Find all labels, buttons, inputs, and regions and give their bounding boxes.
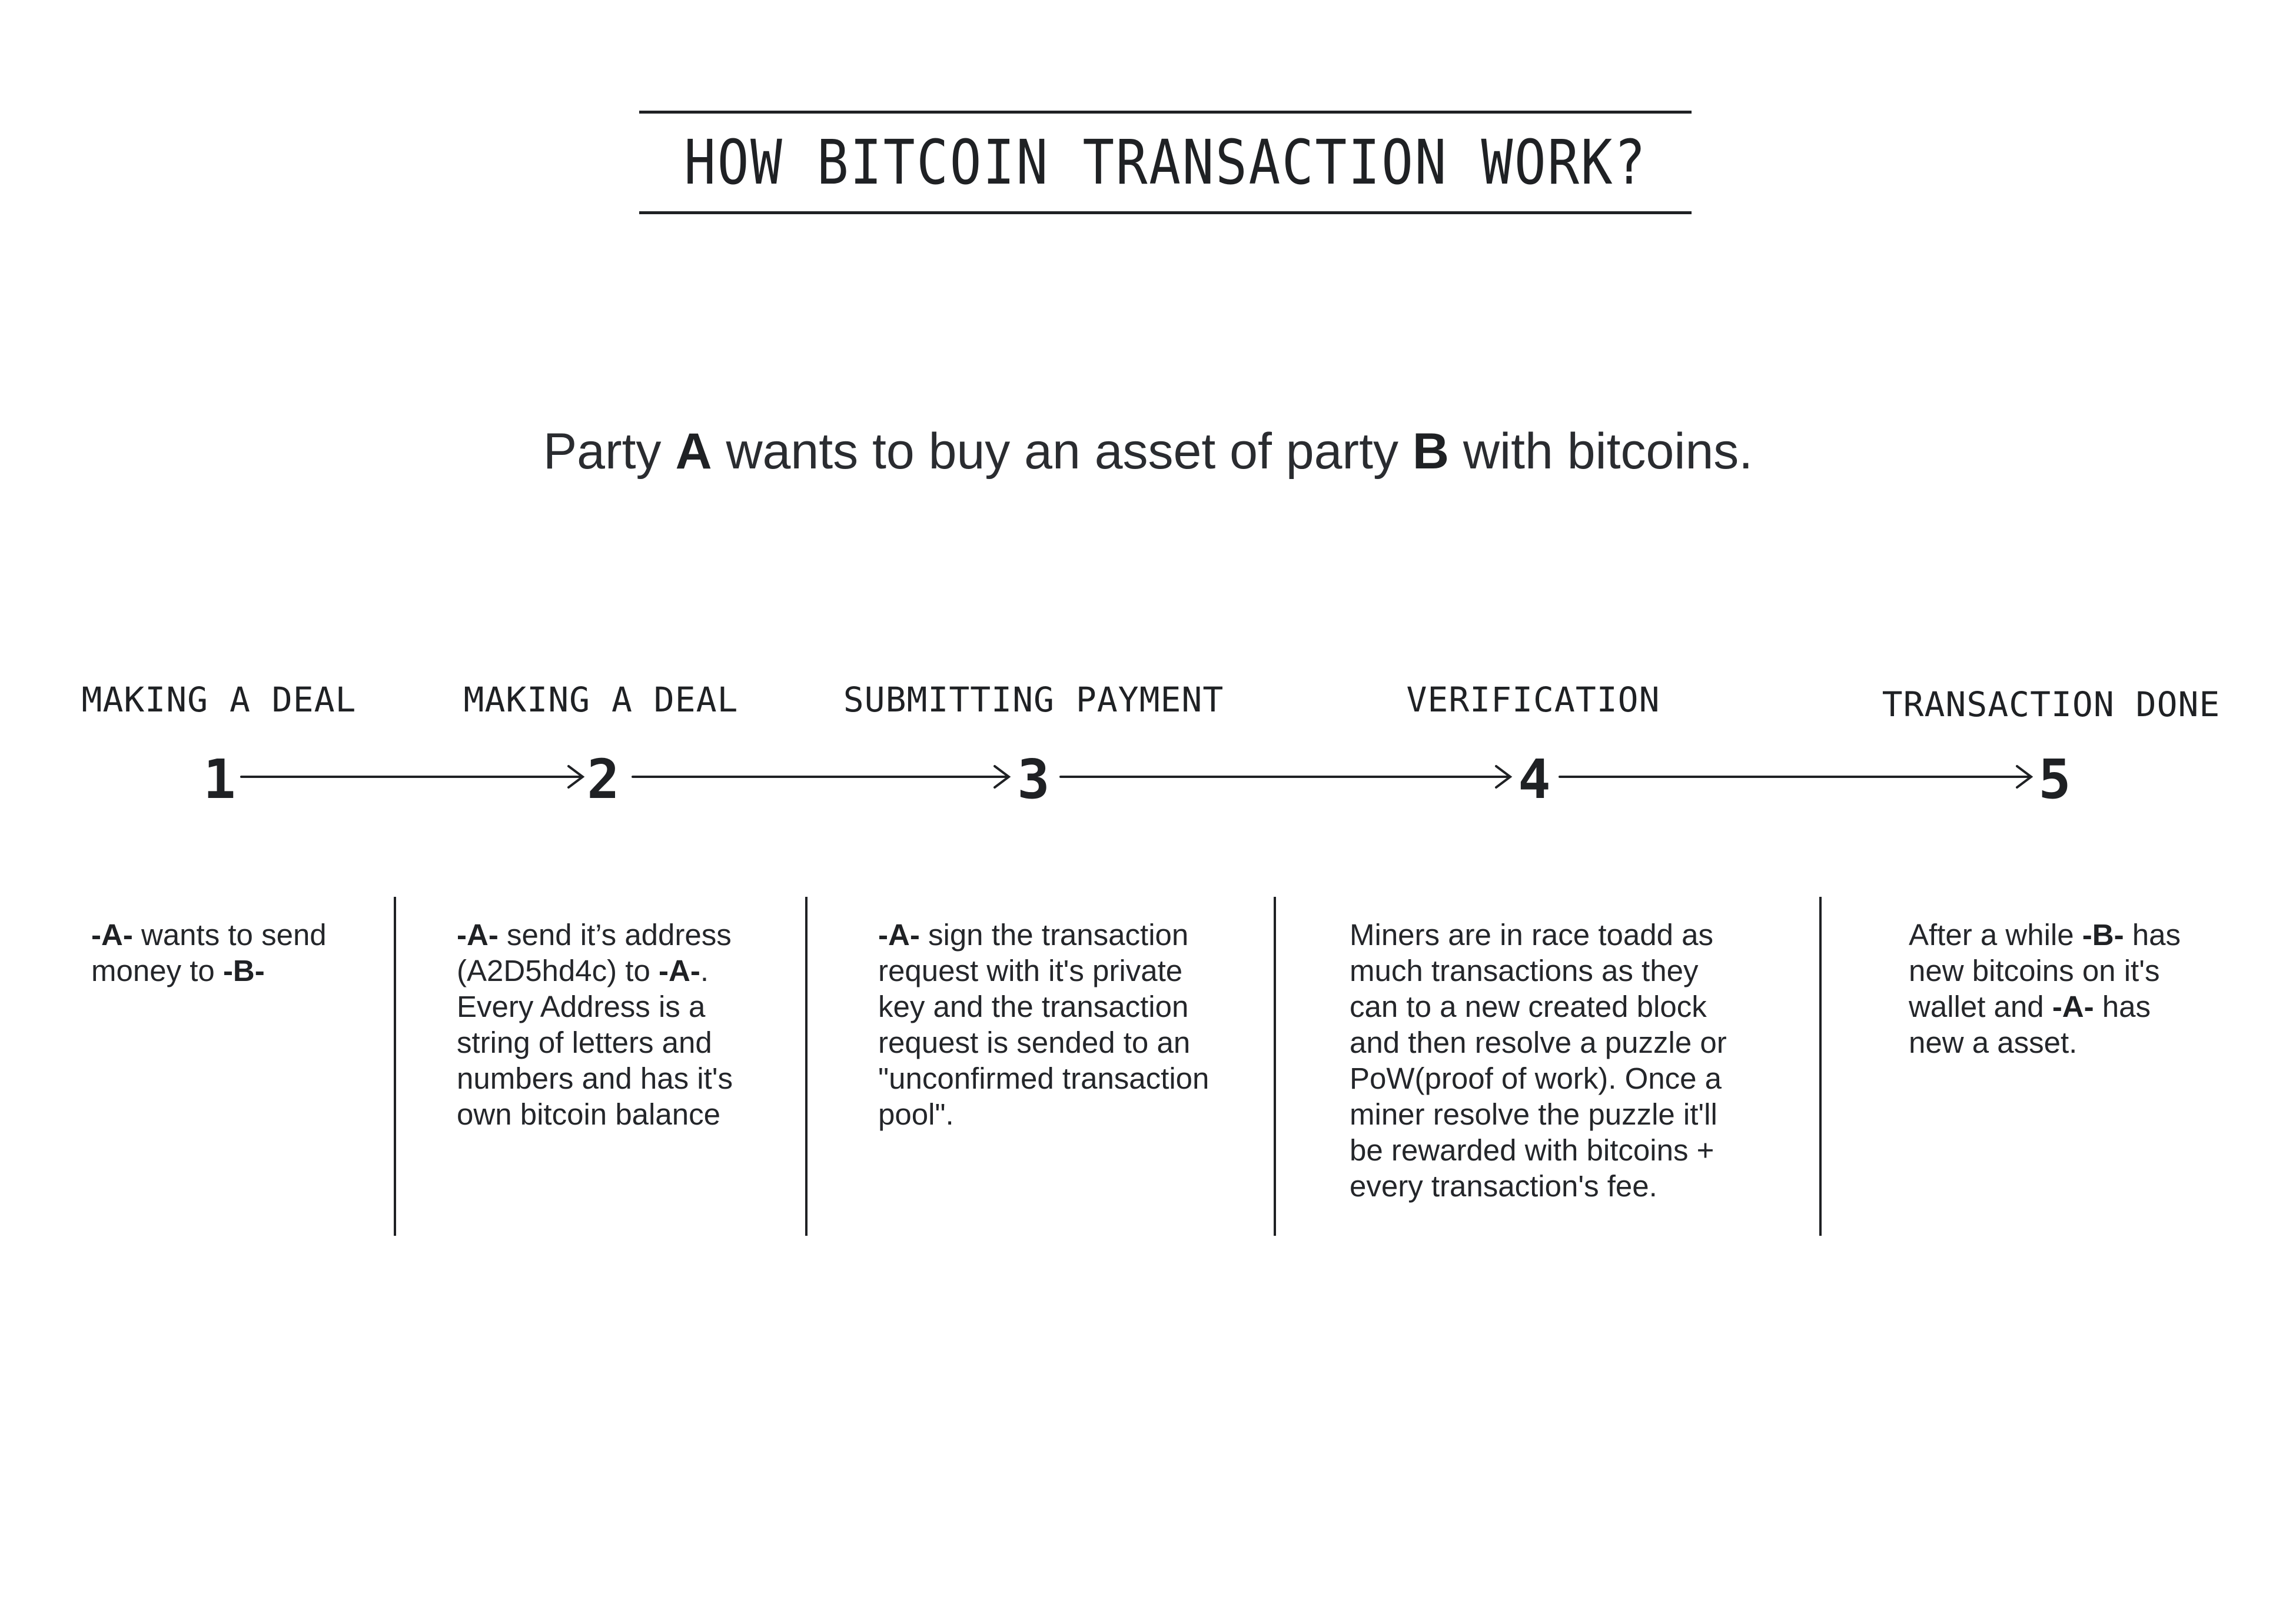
description-line: Every Address is a (457, 989, 733, 1025)
description-text: much transactions as they (1350, 954, 1699, 987)
scenario-text-1: Party (543, 423, 676, 480)
description-line: money to -B- (91, 953, 327, 989)
description-text: key and the transaction (878, 990, 1189, 1023)
description-text: can to a new created block (1350, 990, 1707, 1023)
step-2-label: MAKING A DEAL (463, 680, 739, 720)
description-text: request with it's private (878, 954, 1183, 987)
arrow-1-to-2 (240, 765, 585, 789)
step-3-number: 3 (1017, 748, 1050, 811)
description-text: PoW(proof of work). Once a (1350, 1062, 1722, 1095)
party-tag: -B- (2082, 918, 2124, 952)
description-line: string of letters and (457, 1025, 733, 1060)
party-tag: -A- (878, 918, 920, 952)
party-tag: -A- (2052, 990, 2094, 1023)
description-text: new a asset. (1909, 1026, 2078, 1059)
description-line: PoW(proof of work). Once a (1350, 1060, 1727, 1096)
scenario-text-2: wants to buy an asset of party (712, 423, 1413, 480)
description-text: request is sended to an (878, 1026, 1191, 1059)
description-line: new a asset. (1909, 1025, 2181, 1060)
arrow-2-to-3 (632, 765, 1011, 789)
party-tag: -B- (222, 954, 265, 987)
description-line: Miners are in race toadd as (1350, 917, 1727, 953)
description-line: can to a new created block (1350, 989, 1727, 1025)
party-a: A (675, 423, 712, 480)
scenario-text-3: with bitcoins. (1448, 423, 1753, 480)
step-2-description: -A- send it’s address(A2D5hd4c) to -A-.E… (457, 917, 733, 1132)
description-line: key and the transaction (878, 989, 1209, 1025)
step-3-label: SUBMITTING PAYMENT (843, 680, 1224, 720)
description-text: every transaction's fee. (1350, 1169, 1657, 1203)
page-title: HOW BITCOIN TRANSACTION WORK? (683, 127, 1647, 198)
step-4-label: VERIFICATION (1406, 680, 1660, 720)
party-b: B (1412, 423, 1449, 480)
description-text: (A2D5hd4c) to (457, 954, 659, 987)
party-tag: -A- (659, 954, 700, 987)
description-text: has (2094, 990, 2151, 1023)
description-text: miner resolve the puzzle it'll (1350, 1097, 1717, 1131)
description-line: much transactions as they (1350, 953, 1727, 989)
description-line: -A- wants to send (91, 917, 327, 953)
description-line: request is sended to an (878, 1025, 1209, 1060)
description-line: miner resolve the puzzle it'll (1350, 1096, 1727, 1132)
description-text: numbers and has it's (457, 1062, 733, 1095)
scenario-sentence: Party A wants to buy an asset of party B… (0, 423, 2296, 481)
step-4-number: 4 (1518, 748, 1551, 811)
divider-4 (1819, 897, 1822, 1236)
description-text: money to (91, 954, 223, 987)
party-tag: -A- (457, 918, 499, 952)
description-line: request with it's private (878, 953, 1209, 989)
description-line: and then resolve a puzzle or (1350, 1025, 1727, 1060)
divider-2 (805, 897, 808, 1236)
description-text: sign the transaction (919, 918, 1189, 952)
step-5-label: TRANSACTION DONE (1882, 684, 2221, 724)
description-line: own bitcoin balance (457, 1096, 733, 1132)
step-5-number: 5 (2038, 748, 2071, 811)
description-line: -A- send it’s address (457, 917, 733, 953)
description-line: (A2D5hd4c) to -A-. (457, 953, 733, 989)
description-text: string of letters and (457, 1026, 712, 1059)
description-text: and then resolve a puzzle or (1350, 1026, 1727, 1059)
description-text: pool". (878, 1097, 954, 1131)
description-text: send it’s address (498, 918, 732, 952)
step-2-number: 2 (587, 748, 620, 811)
description-line: "unconfirmed transaction (878, 1060, 1209, 1096)
arrow-3-to-4 (1059, 765, 1513, 789)
arrow-4-to-5 (1559, 765, 2033, 789)
description-line: pool". (878, 1096, 1209, 1132)
step-1-number: 1 (203, 748, 236, 811)
description-line: every transaction's fee. (1350, 1168, 1727, 1204)
description-text: new bitcoins on it's (1909, 954, 2160, 987)
description-line: numbers and has it's (457, 1060, 733, 1096)
divider-1 (394, 897, 396, 1236)
description-text: wants to send (132, 918, 327, 952)
description-line: -A- sign the transaction (878, 917, 1209, 953)
description-text: After a while (1909, 918, 2082, 952)
description-line: new bitcoins on it's (1909, 953, 2181, 989)
description-text: own bitcoin balance (457, 1097, 720, 1131)
description-line: After a while -B- has (1909, 917, 2181, 953)
party-tag: -A- (91, 918, 133, 952)
description-text: has (2124, 918, 2181, 952)
description-line: be rewarded with bitcoins + (1350, 1132, 1727, 1168)
description-text: wallet and (1909, 990, 2052, 1023)
description-line: wallet and -A- has (1909, 989, 2181, 1025)
description-text: . (700, 954, 709, 987)
description-text: Every Address is a (457, 990, 706, 1023)
step-1-label: MAKING A DEAL (81, 680, 357, 720)
divider-3 (1274, 897, 1276, 1236)
title-frame: HOW BITCOIN TRANSACTION WORK? (639, 111, 1692, 214)
description-text: "unconfirmed transaction (878, 1062, 1210, 1095)
description-text: be rewarded with bitcoins + (1350, 1133, 1714, 1167)
description-text: Miners are in race toadd as (1350, 918, 1713, 952)
